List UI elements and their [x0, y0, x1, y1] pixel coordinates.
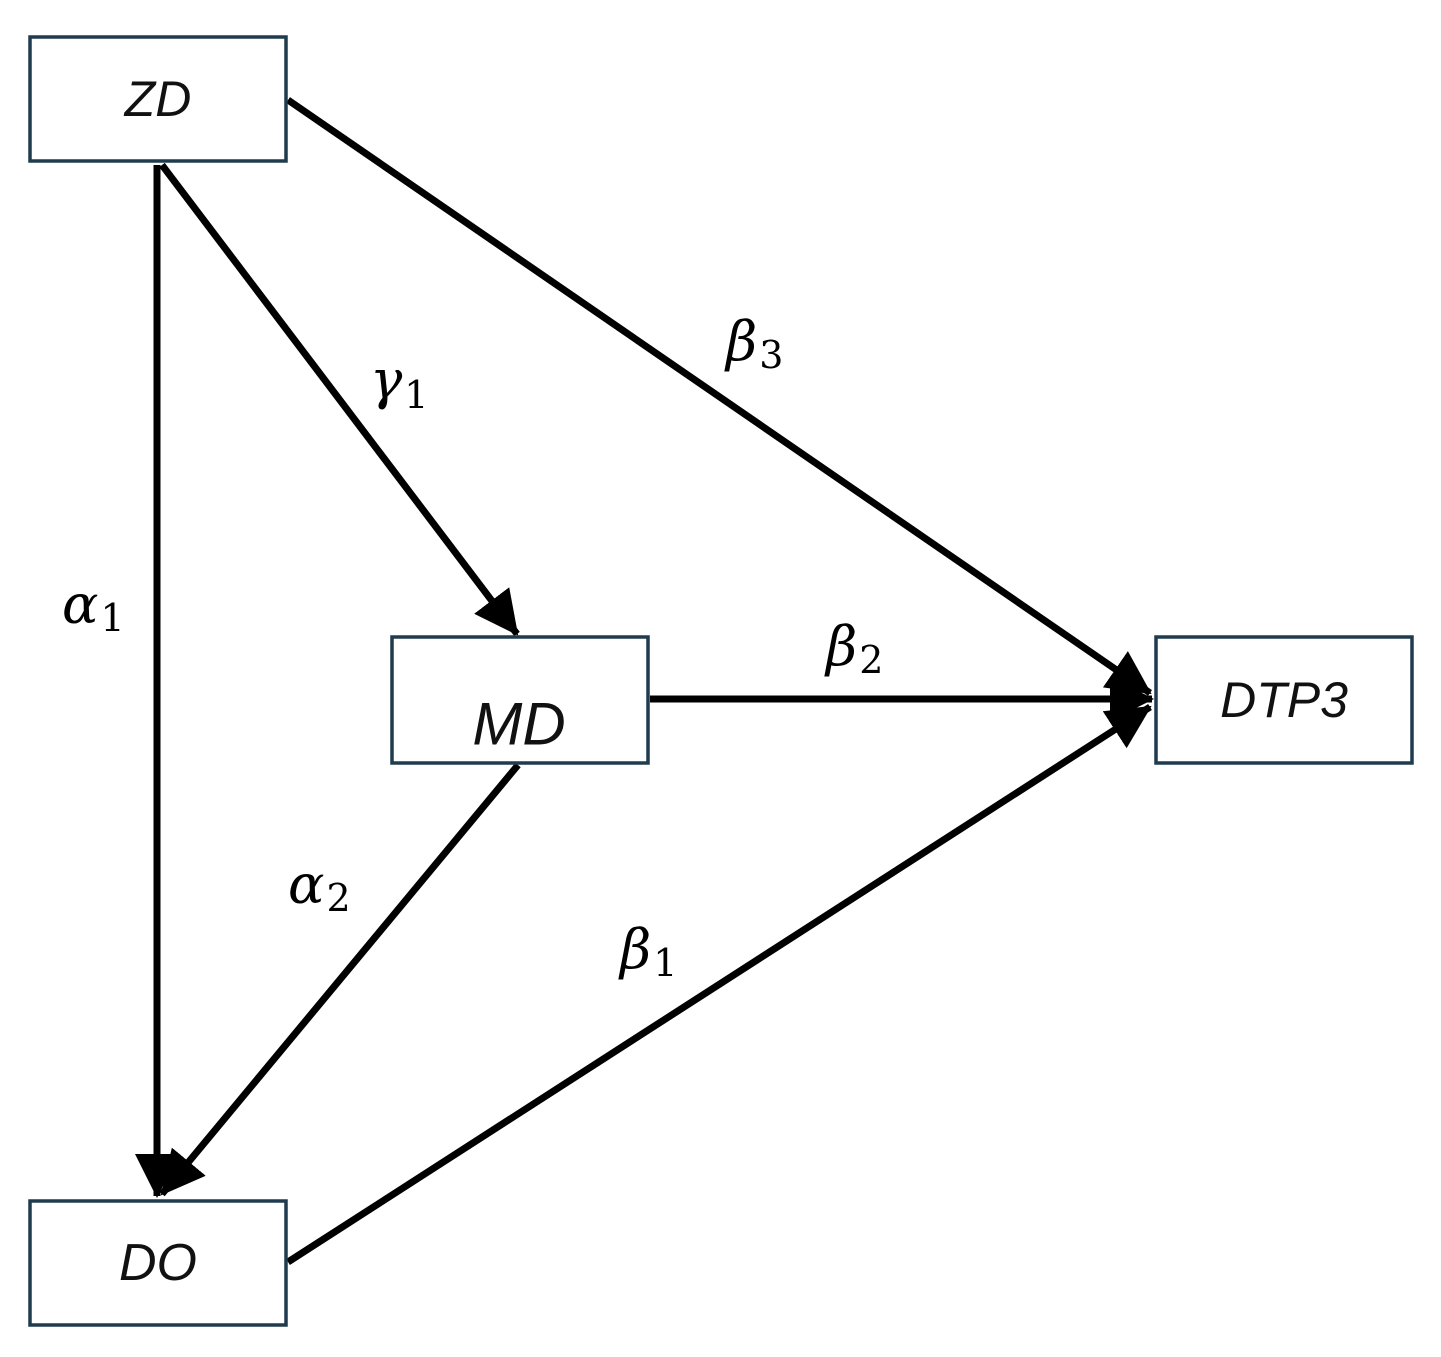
edge-symbol: γ: [370, 348, 403, 411]
edge-subscript: 2: [326, 876, 350, 920]
arrow-zd-to-md: [159, 162, 520, 637]
edge-symbol: α: [62, 573, 98, 636]
node-do-label: DO: [119, 1234, 197, 1292]
node-md-label: MD: [472, 691, 565, 758]
node-do: DO: [28, 1199, 288, 1327]
edge-label-zd-md: γ1: [370, 348, 428, 417]
edge-symbol: β: [618, 918, 651, 981]
edge-subscript: 2: [859, 638, 883, 682]
edge-label-zd-dtp3: β3: [724, 310, 783, 377]
edge-subscript: 1: [404, 373, 428, 417]
node-zd-box: [28, 35, 288, 163]
edge-symbol: β: [724, 310, 757, 373]
node-do-box: [28, 1199, 288, 1327]
edge-symbol: α: [288, 853, 324, 916]
node-md: MD: [390, 635, 650, 765]
edge-label-md-dtp3: β2: [824, 615, 883, 682]
node-zd-label: ZD: [124, 71, 192, 127]
arrow-zd-to-dtp3: [286, 97, 1152, 696]
edge-subscript: 1: [653, 941, 677, 985]
edge-symbol: β: [824, 615, 857, 678]
arrow-md-to-do: [159, 762, 521, 1197]
node-zd: ZD: [28, 35, 288, 163]
edge-label-do-dtp3: β1: [618, 918, 677, 985]
edge-label-md-do: α2: [288, 853, 351, 920]
edge-label-zd-do: α1: [62, 573, 125, 640]
node-md-box: [390, 635, 650, 765]
node-dtp3-label: DTP3: [1220, 672, 1348, 728]
node-dtp3: DTP3: [1154, 635, 1414, 765]
edge-subscript: 1: [100, 596, 124, 640]
arrow-do-to-dtp3: [286, 704, 1152, 1265]
node-dtp3-box: [1154, 635, 1414, 765]
edge-subscript: 3: [759, 333, 783, 377]
